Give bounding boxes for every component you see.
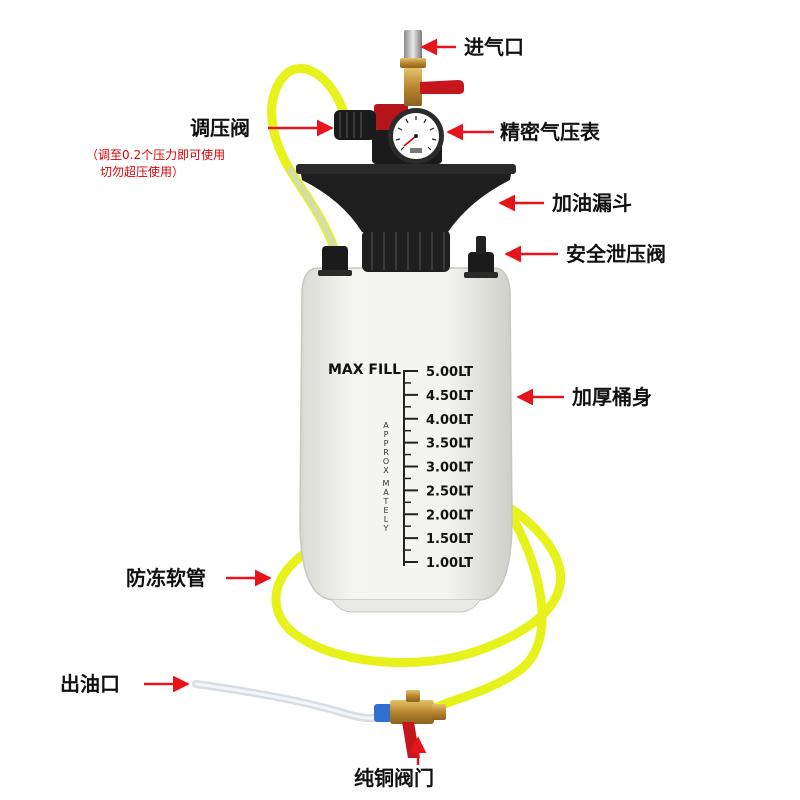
svg-text:O: O [383,457,389,466]
svg-text:P: P [384,430,389,439]
scale-label: 3.00LT [426,461,473,476]
svg-text:R: R [383,448,389,457]
label-funnel: 加油漏斗 [552,191,632,215]
label-gauge: 精密气压表 [500,120,600,144]
lower-hose [271,500,566,668]
scale-label: 1.00LT [426,556,473,571]
svg-text:X: X [383,466,389,475]
safety-valve-body [468,252,494,276]
air-inlet-fitting [404,30,422,60]
max-fill-label: MAX FILL [328,362,401,378]
svg-text:A: A [383,421,389,430]
svg-text:P: P [384,439,389,448]
inlet-valve-handle [420,80,464,94]
scale-label: 3.50LT [426,437,473,452]
scale-label: 2.00LT [426,508,473,523]
scale-label: 4.50LT [426,389,473,404]
svg-text:A: A [383,488,389,497]
label-outlet: 出油口 [60,672,120,696]
label-copper-valve: 纯铜阀门 [354,766,434,790]
left-cap [322,246,348,274]
scale-label: 4.00LT [426,413,473,428]
label-air-inlet: 进气口 [464,35,524,59]
copper-valve-assembly [374,690,446,758]
tank-scale: MAX FILL 5.00LT 4.50LT 4.00LT 3.50LT 3.00LT 2… [328,362,473,571]
regulator-note-line1: （调至0.2个压力即可使用 [86,148,226,162]
svg-text:E: E [383,506,388,515]
svg-text:T: T [383,497,389,506]
label-body: 加厚桶身 [572,385,652,409]
scale-label: 5.00LT [426,365,473,380]
svg-text:M: M [383,479,390,488]
svg-text:Y: Y [383,524,389,533]
funnel-neck [362,230,450,272]
label-regulator: 调压阀 [190,116,250,140]
svg-text:L: L [384,515,389,524]
regulator-note-line2: 切勿超压使用） [100,165,185,179]
label-hose: 防冻软管 [126,566,206,590]
upper-hose [267,64,351,253]
scale-label: 2.50LT [426,484,473,499]
label-safety-valve: 安全泄压阀 [566,242,666,266]
scale-label: 1.50LT [426,532,473,547]
callout-arrows [144,38,564,765]
funnel-bowl [300,168,512,232]
